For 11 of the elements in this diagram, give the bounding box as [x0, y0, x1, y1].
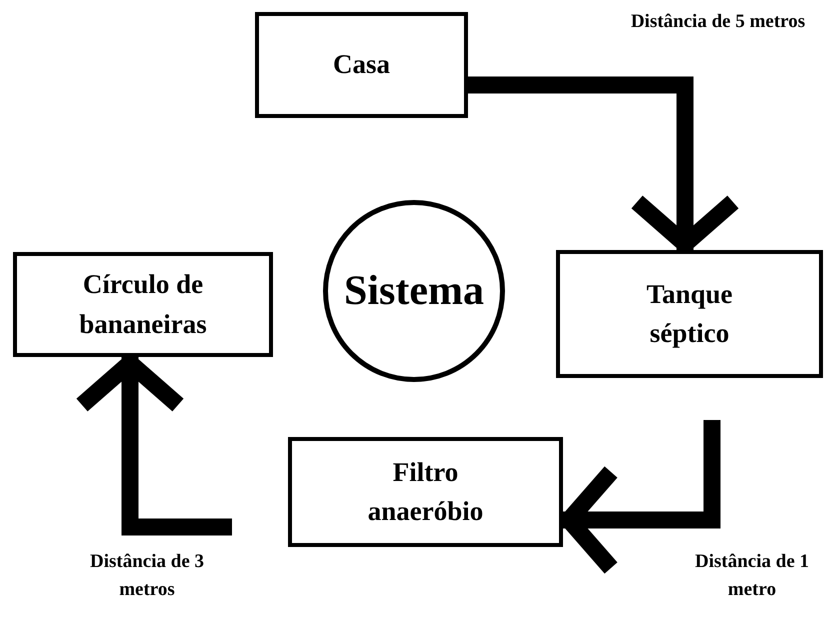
node-label: Tanque séptico — [645, 278, 734, 350]
process-box — [556, 250, 823, 378]
arrow — [468, 76, 742, 252]
process-box — [255, 12, 468, 118]
process-box — [13, 252, 273, 357]
process-box — [288, 437, 563, 547]
node-label: Filtro anaeróbio — [366, 456, 484, 528]
arrow — [74, 354, 232, 536]
node-label: Casa — [332, 48, 391, 82]
node-label: Círculo de bananeiras — [78, 268, 208, 340]
node-label: Sistema — [343, 266, 485, 316]
